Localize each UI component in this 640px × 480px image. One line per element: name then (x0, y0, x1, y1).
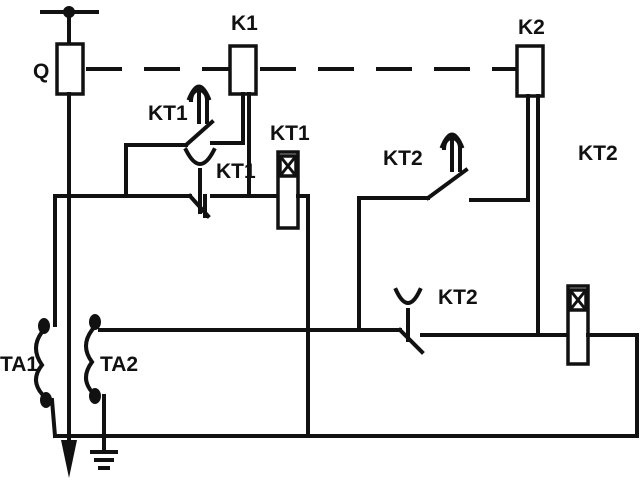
label-ta1: TA1 (0, 353, 38, 376)
label-ta2: TA2 (100, 353, 138, 376)
trip-coil-k1 (228, 44, 258, 96)
label-kt2-inst: KT2 (438, 286, 478, 309)
kt1-contact-blade (183, 119, 215, 148)
label-kt1-inst: KT1 (216, 160, 256, 183)
kt2-inst-blade (397, 327, 425, 355)
label-kt2-coil: KT2 (578, 142, 618, 165)
ta2-winding (84, 327, 95, 395)
label-kt2-contact: KT2 (383, 147, 423, 170)
load-arrow-icon (61, 440, 77, 478)
kt1-coil-x2 (278, 155, 298, 177)
label-k2: K2 (518, 16, 545, 39)
ta2-dot-top (89, 314, 101, 330)
kt1-inst-hook-icon (183, 147, 217, 166)
kt2-delay-arc-icon (441, 134, 462, 172)
ta1-winding (34, 329, 45, 397)
ta2-dot-bottom (89, 388, 101, 404)
label-kt1-coil: KT1 (270, 122, 310, 145)
trip-coil-k2 (515, 44, 545, 98)
ta1-dot-bottom (40, 392, 52, 408)
kt2-contact-blade (425, 167, 469, 201)
breaker-q (55, 42, 85, 96)
label-q: Q (33, 60, 49, 83)
kt2-coil-x2 (568, 289, 588, 311)
label-k1: K1 (231, 12, 258, 35)
kt1-delay-arc-icon (188, 86, 209, 124)
ta1-out (49, 397, 58, 439)
label-kt1-contact: KT1 (148, 102, 188, 125)
kt2-delay-hook-icon (439, 132, 465, 149)
kt1-delay-hook-icon (186, 84, 212, 101)
kt2-inst-hook-icon (393, 287, 423, 305)
